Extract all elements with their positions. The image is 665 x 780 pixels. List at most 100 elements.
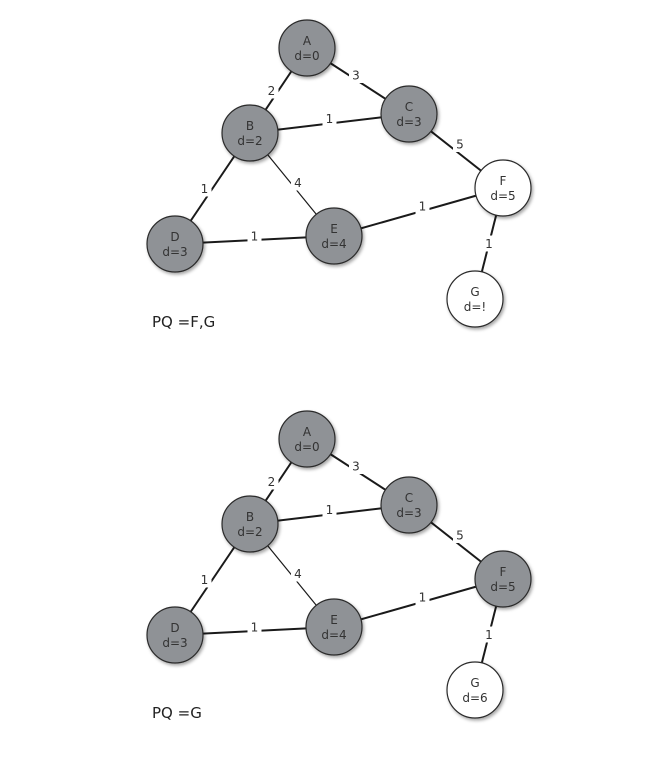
edge-weight-B-C: 1 xyxy=(326,503,334,517)
priority-queue-label: PQ =F,G xyxy=(152,313,215,331)
node-B: Bd=2 xyxy=(221,104,279,162)
edge-label-bg xyxy=(247,228,262,244)
node-distance-F: d=5 xyxy=(490,580,515,594)
edge-label-bg xyxy=(453,527,467,543)
edge-label-bg xyxy=(322,501,337,518)
edge-weight-B-E: 4 xyxy=(294,567,302,581)
edge-weight-A-B: 2 xyxy=(268,475,276,489)
node-E: Ed=4 xyxy=(305,207,363,265)
edge-label-bg xyxy=(264,473,279,490)
edge-label-bg xyxy=(197,180,212,197)
node-circle-D xyxy=(146,606,204,664)
edge-weight-A-B: 2 xyxy=(268,84,276,98)
edge-label-bg xyxy=(349,458,363,474)
edge-weight-F-G: 1 xyxy=(485,237,493,251)
node-name-B: B xyxy=(246,119,254,133)
edge-weight-B-D: 1 xyxy=(201,182,209,196)
node-circle-F xyxy=(474,159,532,217)
node-circle-E xyxy=(305,207,363,265)
node-B: Bd=2 xyxy=(221,495,279,553)
node-distance-G: d=6 xyxy=(462,691,487,705)
node-circle-A xyxy=(278,19,336,77)
node-name-G: G xyxy=(470,285,479,299)
node-circle-A xyxy=(278,410,336,468)
node-name-C: C xyxy=(405,100,413,114)
node-circle-D xyxy=(146,215,204,273)
edge-weight-B-D: 1 xyxy=(201,573,209,587)
edge-label-bg xyxy=(415,589,430,605)
node-distance-B: d=2 xyxy=(237,525,262,539)
node-distance-A: d=0 xyxy=(294,440,319,454)
node-name-A: A xyxy=(303,34,312,48)
node-distance-C: d=3 xyxy=(396,115,421,129)
edge-weight-D-E: 1 xyxy=(251,230,259,244)
node-D: Dd=3 xyxy=(146,606,204,664)
edge-weight-A-C: 3 xyxy=(352,460,360,474)
node-name-A: A xyxy=(303,425,312,439)
node-name-D: D xyxy=(170,230,179,244)
edge-label-bg xyxy=(322,110,337,127)
edge-label-bg xyxy=(482,626,496,643)
edge-weight-B-E: 4 xyxy=(294,176,302,190)
node-distance-D: d=3 xyxy=(162,245,187,259)
edge-label-bg xyxy=(415,198,430,214)
node-name-C: C xyxy=(405,491,413,505)
node-distance-F: d=5 xyxy=(490,189,515,203)
node-distance-D: d=3 xyxy=(162,636,187,650)
node-A: Ad=0 xyxy=(278,19,336,77)
node-circle-F xyxy=(474,550,532,608)
node-G: Gd=6 xyxy=(446,661,504,719)
edge-weight-D-E: 1 xyxy=(251,621,259,635)
node-A: Ad=0 xyxy=(278,410,336,468)
node-circle-G xyxy=(446,270,504,328)
node-C: Cd=3 xyxy=(380,85,438,143)
edge-label-bg xyxy=(349,67,363,83)
edge-label-bg xyxy=(264,82,279,99)
node-circle-B xyxy=(221,104,279,162)
node-distance-G: d=! xyxy=(464,300,486,314)
edges-layer: 2 3 1 1 4 5 1 1 1 xyxy=(174,47,504,300)
node-name-E: E xyxy=(330,222,338,236)
edge-label-bg xyxy=(197,571,212,588)
edge-label-bg xyxy=(453,136,467,152)
node-F: Fd=5 xyxy=(474,550,532,608)
node-distance-A: d=0 xyxy=(294,49,319,63)
node-distance-E: d=4 xyxy=(321,628,346,642)
edge-weight-E-F: 1 xyxy=(419,591,427,605)
node-name-F: F xyxy=(500,565,507,579)
node-circle-C xyxy=(380,476,438,534)
node-name-F: F xyxy=(500,174,507,188)
edge-label-bg xyxy=(247,619,262,635)
node-name-E: E xyxy=(330,613,338,627)
node-circle-B xyxy=(221,495,279,553)
edge-weight-F-G: 1 xyxy=(485,628,493,642)
edge-weight-B-C: 1 xyxy=(326,112,334,126)
node-distance-C: d=3 xyxy=(396,506,421,520)
node-name-D: D xyxy=(170,621,179,635)
edge-weight-E-F: 1 xyxy=(419,200,427,214)
nodes-layer: Ad=0Bd=2Cd=3Dd=3Ed=4Fd=5Gd=! xyxy=(146,19,532,328)
node-circle-E xyxy=(305,598,363,656)
edge-label-bg xyxy=(291,565,305,582)
node-circle-C xyxy=(380,85,438,143)
edge-label-bg xyxy=(291,174,305,191)
node-name-B: B xyxy=(246,510,254,524)
node-distance-B: d=2 xyxy=(237,134,262,148)
node-distance-E: d=4 xyxy=(321,237,346,251)
node-name-G: G xyxy=(470,676,479,690)
edge-weight-C-F: 5 xyxy=(456,138,464,152)
edge-weight-C-F: 5 xyxy=(456,529,464,543)
node-D: Dd=3 xyxy=(146,215,204,273)
node-C: Cd=3 xyxy=(380,476,438,534)
nodes-layer: Ad=0Bd=2Cd=3Dd=3Ed=4Fd=5Gd=6 xyxy=(146,410,532,719)
node-E: Ed=4 xyxy=(305,598,363,656)
node-circle-G xyxy=(446,661,504,719)
edge-label-bg xyxy=(482,235,496,252)
node-F: Fd=5 xyxy=(474,159,532,217)
edge-weight-A-C: 3 xyxy=(352,69,360,83)
priority-queue-label: PQ =G xyxy=(152,704,202,722)
node-G: Gd=! xyxy=(446,270,504,328)
